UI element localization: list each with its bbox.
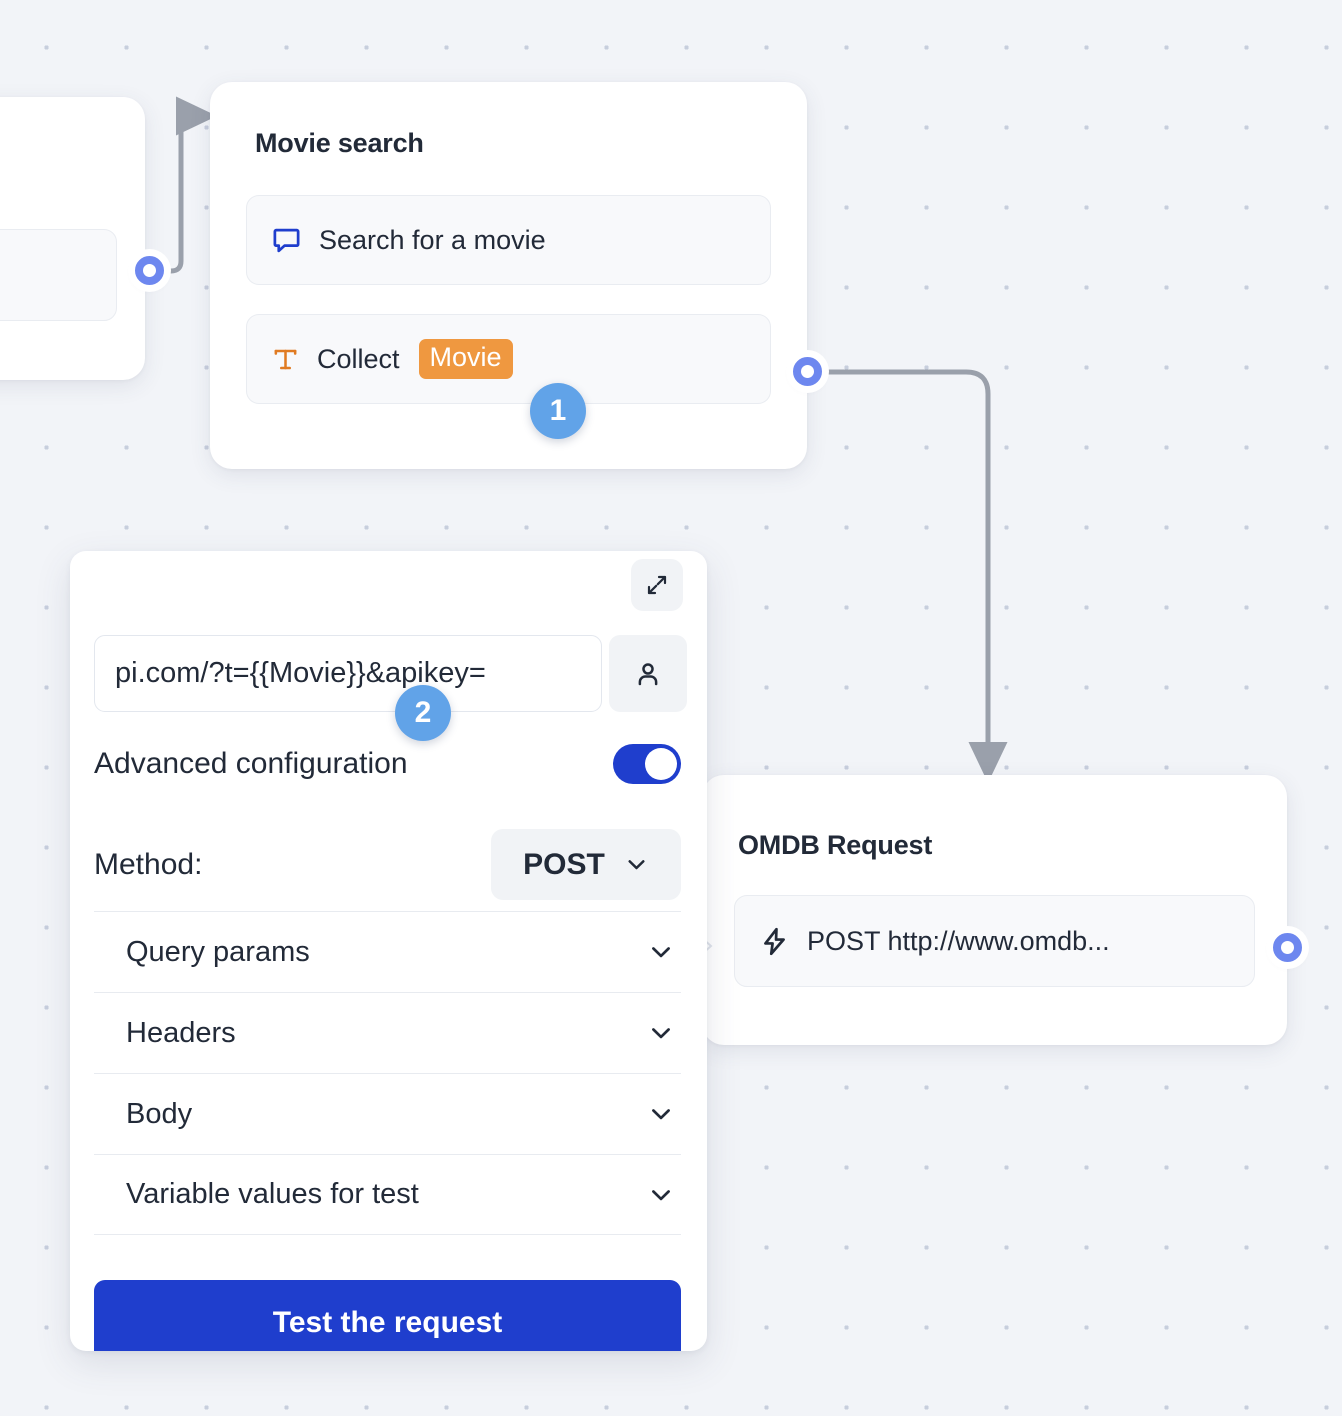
port-omdb-output[interactable] xyxy=(1273,933,1302,962)
chevron-down-icon xyxy=(652,947,670,958)
edge-movie-to-omdb xyxy=(825,369,1008,784)
toggle-knob xyxy=(645,748,677,780)
node-row-search-for-a-movie[interactable]: Search for a movie xyxy=(246,195,771,285)
node-row-omdb-post[interactable]: POST http://www.omdb... xyxy=(734,895,1255,987)
chevron-down-icon xyxy=(652,1109,670,1120)
text-field-icon xyxy=(271,345,300,374)
node-partial-left[interactable] xyxy=(0,97,145,380)
edge-partial-to-movie xyxy=(163,96,218,274)
variable-tag-movie[interactable]: Movie xyxy=(418,339,513,379)
port-movie-search-output[interactable] xyxy=(793,357,822,386)
advanced-configuration-label: Advanced configuration xyxy=(94,747,408,780)
method-select-value: POST xyxy=(523,847,605,881)
accordion-headers[interactable]: Headers xyxy=(94,992,681,1073)
request-url-input[interactable] xyxy=(94,635,602,712)
accordion-body[interactable]: Body xyxy=(94,1073,681,1154)
node-row-omdb-label: POST http://www.omdb... xyxy=(807,925,1110,956)
node-partial-row[interactable] xyxy=(0,229,117,321)
url-row[interactable] xyxy=(94,635,687,712)
step-badge-2: 2 xyxy=(395,685,451,741)
lightning-bolt-icon xyxy=(759,926,790,957)
node-omdb-request-title: OMDB Request xyxy=(738,830,933,860)
method-select[interactable]: POST xyxy=(491,829,681,900)
config-accordion: Query params Headers Body Variable value… xyxy=(94,911,681,1235)
method-label: Method: xyxy=(94,847,203,881)
accordion-headers-label: Headers xyxy=(126,1016,236,1049)
expand-icon xyxy=(647,575,667,595)
node-row-collect-movie[interactable]: Collect Movie xyxy=(246,314,771,404)
accordion-query-params[interactable]: Query params xyxy=(94,911,681,992)
advanced-configuration-toggle[interactable] xyxy=(613,744,681,784)
accordion-query-params-label: Query params xyxy=(126,935,310,968)
chevron-down-icon xyxy=(628,860,645,870)
expand-button[interactable] xyxy=(631,559,683,611)
port-partial-output[interactable] xyxy=(135,256,164,285)
node-row-collect-label: Collect xyxy=(317,343,400,374)
node-row-search-label: Search for a movie xyxy=(319,224,546,255)
node-movie-search[interactable]: Movie search Search for a movie xyxy=(210,82,807,469)
user-auth-button[interactable] xyxy=(609,635,687,712)
request-config-panel[interactable]: Advanced configuration Method: POST Quer… xyxy=(70,551,707,1351)
accordion-variable-values-for-test[interactable]: Variable values for test xyxy=(94,1154,681,1235)
chevron-down-icon xyxy=(652,1189,670,1200)
chevron-down-icon xyxy=(652,1028,670,1039)
node-omdb-request[interactable]: OMDB Request POST http://www.omdb... xyxy=(692,775,1287,1045)
test-the-request-button[interactable]: Test the request xyxy=(94,1280,681,1351)
node-movie-search-title: Movie search xyxy=(255,128,424,158)
accordion-body-label: Body xyxy=(126,1097,193,1130)
method-row: Method: POST xyxy=(94,829,681,900)
step-badge-1: 1 xyxy=(530,383,586,439)
advanced-configuration-row[interactable]: Advanced configuration xyxy=(94,744,681,784)
user-icon xyxy=(638,662,658,685)
message-bubble-icon xyxy=(271,225,302,256)
accordion-variable-values-label: Variable values for test xyxy=(126,1178,419,1210)
